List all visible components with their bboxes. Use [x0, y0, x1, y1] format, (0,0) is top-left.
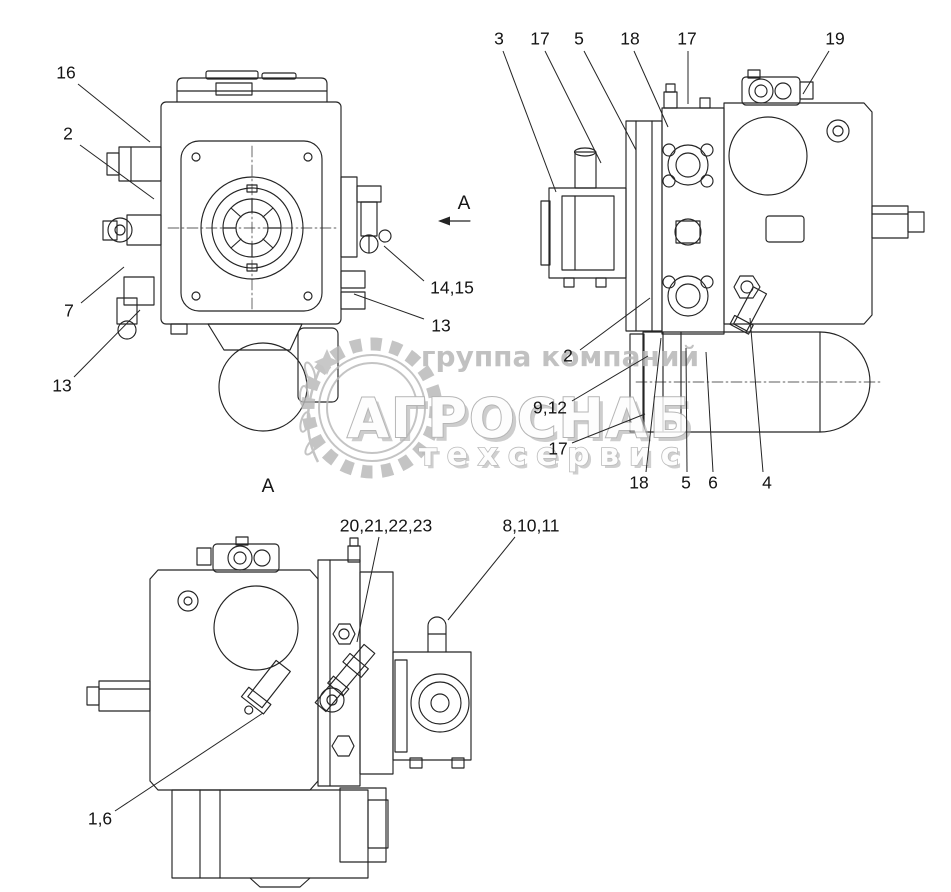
- leader-line: [80, 266, 125, 304]
- leader-line: [685, 347, 688, 473]
- gear-logo-icon: [299, 337, 443, 479]
- leader-line: [571, 355, 649, 402]
- watermark-line2: АГРОСНАБ: [347, 387, 692, 450]
- leader-line: [383, 245, 425, 282]
- leader-line: [114, 712, 264, 812]
- leader-line: [802, 50, 830, 95]
- leader-line: [645, 337, 662, 473]
- view-a-drawing: [86, 536, 472, 888]
- leader-line: [579, 297, 651, 351]
- front-view-drawing: [102, 70, 392, 432]
- leader-line: [571, 413, 646, 444]
- leader-line: [502, 50, 557, 193]
- watermark-line1: группа компаний: [421, 340, 699, 373]
- leader-line: [73, 309, 141, 378]
- leader-line: [356, 536, 380, 643]
- leader-line: [705, 351, 714, 473]
- leader-line: [79, 144, 155, 200]
- leader-line: [583, 50, 637, 151]
- watermark-line3: техсервис: [419, 437, 689, 473]
- watermark-line3-shadow: техсервис: [422, 440, 692, 476]
- leader-line: [77, 83, 151, 143]
- watermark-line2-shadow: АГРОСНАБ: [351, 391, 696, 454]
- leader-line: [353, 293, 425, 320]
- view-direction-arrow: [438, 216, 471, 226]
- leader-line: [447, 536, 516, 621]
- leader-line: [544, 50, 602, 164]
- leader-line: [749, 317, 764, 473]
- leader-line: [633, 50, 669, 128]
- side-view-drawing: [540, 69, 925, 433]
